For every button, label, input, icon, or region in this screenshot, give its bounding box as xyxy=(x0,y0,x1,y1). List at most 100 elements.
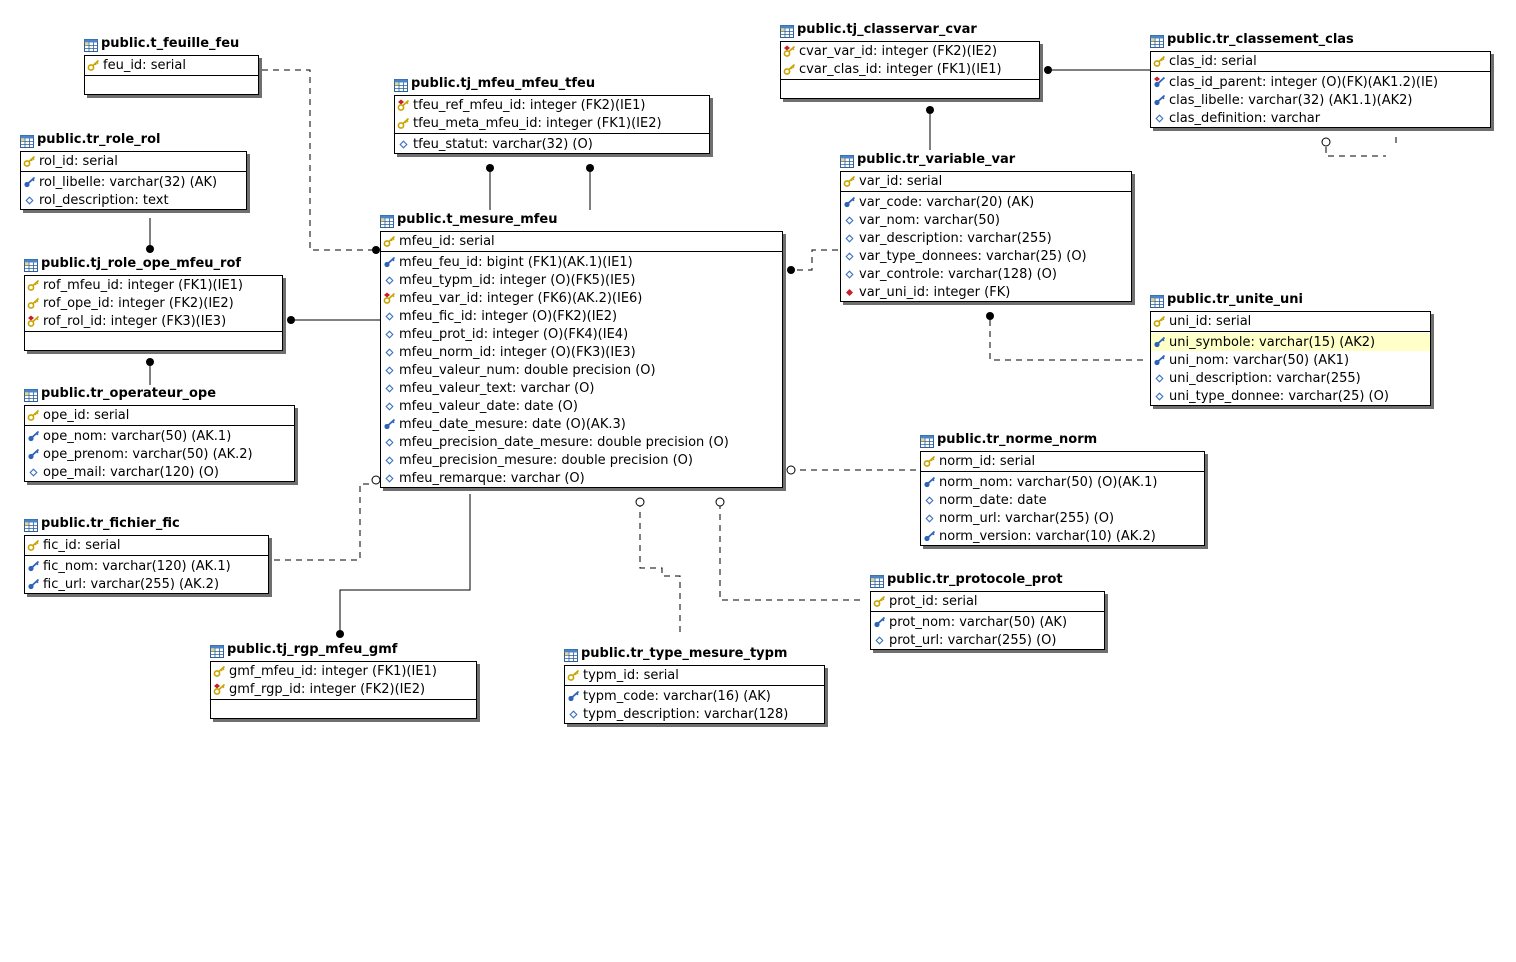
key-column[interactable]: tfeu_meta_mfeu_id: integer (FK1)(IE2) xyxy=(395,114,709,132)
alternate-key-icon xyxy=(27,578,40,591)
entity-title[interactable]: public.tr_operateur_ope xyxy=(24,384,216,402)
attribute-column[interactable]: mfeu_fic_id: integer (O)(FK2)(IE2) xyxy=(381,307,782,325)
entity-columns[interactable]: var_id: serial var_code: varchar(20) (AK)… xyxy=(840,171,1132,302)
attribute-column[interactable]: clas_id_parent: integer (O)(FK)(AK1.2)(I… xyxy=(1151,73,1490,91)
attribute-column[interactable]: uni_symbole: varchar(15) (AK2) xyxy=(1151,333,1430,351)
entity-title[interactable]: public.tr_role_rol xyxy=(20,130,160,148)
attribute-column[interactable]: mfeu_valeur_date: date (O) xyxy=(381,397,782,415)
entity-title[interactable]: public.tr_classement_clas xyxy=(1150,30,1354,48)
attribute-column[interactable]: var_nom: varchar(50) xyxy=(841,211,1131,229)
entity-columns[interactable]: ope_id: serial ope_nom: varchar(50) (AK.1… xyxy=(24,405,295,482)
attribute-column[interactable]: ope_mail: varchar(120) (O) xyxy=(25,463,294,481)
attribute-column[interactable]: mfeu_date_mesure: date (O)(AK.3) xyxy=(381,415,782,433)
attribute-column[interactable]: mfeu_feu_id: bigint (FK1)(AK.1)(IE1) xyxy=(381,253,782,271)
key-column[interactable]: cvar_clas_id: integer (FK1)(IE1) xyxy=(781,60,1039,78)
entity-title[interactable]: public.tr_protocole_prot xyxy=(870,570,1063,588)
attribute-column[interactable]: norm_version: varchar(10) (AK.2) xyxy=(921,527,1204,545)
attribute-column[interactable]: mfeu_precision_date_mesure: double preci… xyxy=(381,433,782,451)
key-column[interactable]: gmf_mfeu_id: integer (FK1)(IE1) xyxy=(211,662,476,680)
key-icon xyxy=(783,63,796,76)
attribute-column[interactable]: norm_url: varchar(255) (O) xyxy=(921,509,1204,527)
entity-columns[interactable]: cvar_var_id: integer (FK2)(IE2)cvar_clas… xyxy=(780,41,1040,99)
entity-title[interactable]: public.tj_classervar_cvar xyxy=(780,20,977,38)
attribute-column[interactable]: mfeu_precision_mesure: double precision … xyxy=(381,451,782,469)
attribute-column[interactable]: rol_libelle: varchar(32) (AK) xyxy=(21,173,246,191)
key-column[interactable]: rol_id: serial xyxy=(21,152,246,170)
entity-columns[interactable]: mfeu_id: serial mfeu_feu_id: bigint (FK1)… xyxy=(380,231,783,488)
key-column[interactable]: rof_mfeu_id: integer (FK1)(IE1) xyxy=(25,276,282,294)
entity-title[interactable]: public.t_feuille_feu xyxy=(84,34,239,52)
entity-columns[interactable]: tfeu_ref_mfeu_id: integer (FK2)(IE1)tfeu… xyxy=(394,95,710,154)
entity-title[interactable]: public.t_mesure_mfeu xyxy=(380,210,558,228)
key-column[interactable]: fic_id: serial xyxy=(25,536,268,554)
diamond-icon xyxy=(383,274,396,287)
entity-columns[interactable]: rol_id: serial rol_libelle: varchar(32) (… xyxy=(20,151,247,210)
entity-title[interactable]: public.tr_fichier_fic xyxy=(24,514,180,532)
attribute-column[interactable]: typm_code: varchar(16) (AK) xyxy=(565,687,824,705)
entity-columns[interactable]: typm_id: serial typm_code: varchar(16) (A… xyxy=(564,665,825,724)
attribute-column[interactable]: mfeu_remarque: varchar (O) xyxy=(381,469,782,487)
attribute-column[interactable]: clas_libelle: varchar(32) (AK1.1)(AK2) xyxy=(1151,91,1490,109)
attribute-column[interactable]: fic_nom: varchar(120) (AK.1) xyxy=(25,557,268,575)
key-separator xyxy=(841,191,1131,192)
key-column[interactable]: norm_id: serial xyxy=(921,452,1204,470)
key-column[interactable]: tfeu_ref_mfeu_id: integer (FK2)(IE1) xyxy=(395,96,709,114)
key-column[interactable]: uni_id: serial xyxy=(1151,312,1430,330)
attribute-column[interactable]: mfeu_norm_id: integer (O)(FK3)(IE3) xyxy=(381,343,782,361)
entity-title[interactable]: public.tr_norme_norm xyxy=(920,430,1097,448)
attribute-column[interactable]: fic_url: varchar(255) (AK.2) xyxy=(25,575,268,593)
entity-columns[interactable]: rof_mfeu_id: integer (FK1)(IE1)rof_ope_i… xyxy=(24,275,283,351)
entity-columns[interactable]: clas_id: serial clas_id_parent: integer (… xyxy=(1150,51,1491,128)
key-separator xyxy=(381,251,782,252)
attribute-column[interactable]: uni_type_donnee: varchar(25) (O) xyxy=(1151,387,1430,405)
attribute-column[interactable]: mfeu_typm_id: integer (O)(FK5)(IE5) xyxy=(381,271,782,289)
attribute-column[interactable]: var_type_donnees: varchar(25) (O) xyxy=(841,247,1131,265)
key-column[interactable]: mfeu_id: serial xyxy=(381,232,782,250)
entity-columns[interactable]: gmf_mfeu_id: integer (FK1)(IE1)gmf_rgp_i… xyxy=(210,661,477,719)
entity-columns[interactable]: prot_id: serial prot_nom: varchar(50) (AK… xyxy=(870,591,1105,650)
entity-title[interactable]: public.tj_mfeu_mfeu_tfeu xyxy=(394,74,595,92)
attribute-column[interactable]: tfeu_statut: varchar(32) (O) xyxy=(395,135,709,153)
entity-columns[interactable]: feu_id: serial xyxy=(84,55,259,95)
entity-title[interactable]: public.tr_type_mesure_typm xyxy=(564,644,787,662)
attribute-column[interactable]: mfeu_valeur_text: varchar (O) xyxy=(381,379,782,397)
attribute-column[interactable]: norm_date: date xyxy=(921,491,1204,509)
key-column[interactable]: gmf_rgp_id: integer (FK2)(IE2) xyxy=(211,680,476,698)
attribute-column[interactable]: typm_description: varchar(128) xyxy=(565,705,824,723)
key-column[interactable]: ope_id: serial xyxy=(25,406,294,424)
column-text: rof_mfeu_id: integer (FK1)(IE1) xyxy=(43,277,243,293)
attribute-column[interactable]: uni_description: varchar(255) xyxy=(1151,369,1430,387)
attribute-column[interactable]: mfeu_valeur_num: double precision (O) xyxy=(381,361,782,379)
key-column[interactable]: cvar_var_id: integer (FK2)(IE2) xyxy=(781,42,1039,60)
entity-columns[interactable]: norm_id: serial norm_nom: varchar(50) (O)… xyxy=(920,451,1205,546)
empty-attributes xyxy=(25,333,282,350)
key-column[interactable]: prot_id: serial xyxy=(871,592,1104,610)
key-column[interactable]: rof_rol_id: integer (FK3)(IE3) xyxy=(25,312,282,330)
attribute-column[interactable]: var_description: varchar(255) xyxy=(841,229,1131,247)
entity-title[interactable]: public.tr_unite_uni xyxy=(1150,290,1303,308)
attribute-column[interactable]: mfeu_prot_id: integer (O)(FK4)(IE4) xyxy=(381,325,782,343)
entity-columns[interactable]: fic_id: serial fic_nom: varchar(120) (AK.… xyxy=(24,535,269,594)
attribute-column[interactable]: ope_prenom: varchar(50) (AK.2) xyxy=(25,445,294,463)
attribute-column[interactable]: var_controle: varchar(128) (O) xyxy=(841,265,1131,283)
attribute-column[interactable]: prot_nom: varchar(50) (AK) xyxy=(871,613,1104,631)
key-column[interactable]: rof_ope_id: integer (FK2)(IE2) xyxy=(25,294,282,312)
key-column[interactable]: typm_id: serial xyxy=(565,666,824,684)
attribute-column[interactable]: prot_url: varchar(255) (O) xyxy=(871,631,1104,649)
attribute-column[interactable]: mfeu_var_id: integer (FK6)(AK.2)(IE6) xyxy=(381,289,782,307)
entity-title[interactable]: public.tj_role_ope_mfeu_rof xyxy=(24,254,241,272)
attribute-column[interactable]: rol_description: text xyxy=(21,191,246,209)
attribute-column[interactable]: var_code: varchar(20) (AK) xyxy=(841,193,1131,211)
key-column[interactable]: clas_id: serial xyxy=(1151,52,1490,70)
attribute-column[interactable]: norm_nom: varchar(50) (O)(AK.1) xyxy=(921,473,1204,491)
key-icon xyxy=(27,409,40,422)
attribute-column[interactable]: var_uni_id: integer (FK) xyxy=(841,283,1131,301)
entity-columns[interactable]: uni_id: serial uni_symbole: varchar(15) (… xyxy=(1150,311,1431,406)
attribute-column[interactable]: clas_definition: varchar xyxy=(1151,109,1490,127)
entity-title[interactable]: public.tr_variable_var xyxy=(840,150,1015,168)
entity-title[interactable]: public.tj_rgp_mfeu_gmf xyxy=(210,640,397,658)
attribute-column[interactable]: uni_nom: varchar(50) (AK1) xyxy=(1151,351,1430,369)
attribute-column[interactable]: ope_nom: varchar(50) (AK.1) xyxy=(25,427,294,445)
key-column[interactable]: feu_id: serial xyxy=(85,56,258,74)
key-column[interactable]: var_id: serial xyxy=(841,172,1131,190)
